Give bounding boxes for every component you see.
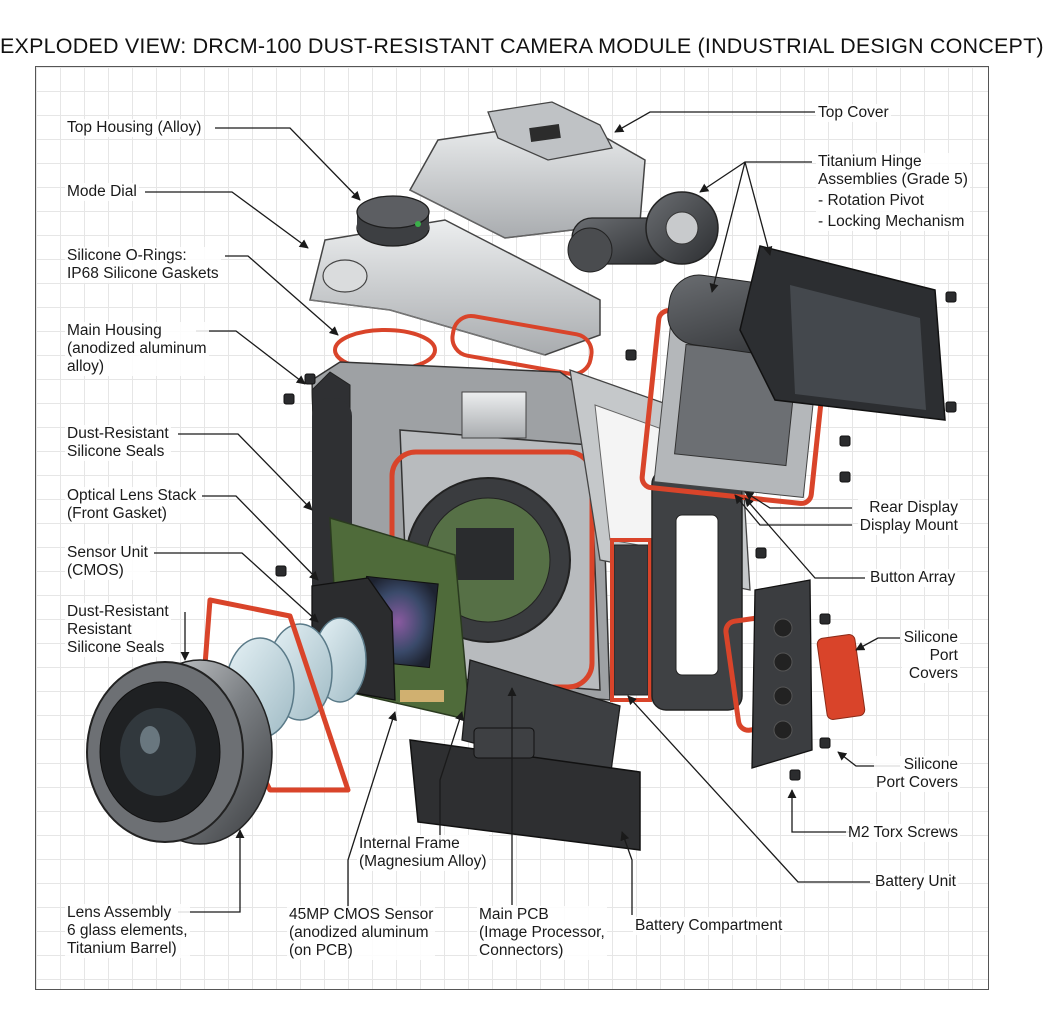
battery-unit-part	[409, 727, 641, 851]
label-internal-frame: Internal Frame (Magnesium Alloy)	[357, 835, 489, 871]
leader-lines	[145, 111, 900, 915]
label-main-pcb: Main PCB (Image Processor, Connectors)	[477, 906, 607, 960]
top-housing-part	[309, 195, 601, 356]
label-optical-lens-stack: Optical Lens Stack (Front Gasket)	[65, 487, 199, 523]
label-dust-resistant-seals-1: Dust-Resistant Silicone Seals	[65, 425, 171, 461]
label-silicone-port-covers-1: Silicone Port Covers	[901, 629, 960, 683]
label-top-housing: Top Housing (Alloy)	[65, 119, 204, 137]
label-main-housing: Main Housing (anodized aluminum alloy)	[65, 322, 209, 376]
button-array-part	[723, 579, 813, 769]
torx-screws	[275, 291, 957, 781]
label-mode-dial: Mode Dial	[65, 183, 139, 201]
label-battery-compartment: Battery Compartment	[633, 917, 785, 935]
label-sensor-unit: Sensor Unit (CMOS)	[65, 544, 150, 580]
diagram-title: EXPLODED VIEW: DRCM-100 DUST-RESISTANT C…	[0, 34, 1044, 58]
label-silicone-o-rings: Silicone O-Rings: IP68 Silicone Gaskets	[65, 247, 221, 283]
hinge-frame-part	[651, 469, 743, 711]
label-silicone-port-covers-2: Silicone Port Covers	[874, 756, 960, 792]
label-rear-display: Rear Display Display Mount	[857, 499, 960, 535]
label-battery-unit: Battery Unit	[873, 873, 958, 891]
label-dust-resistant-seals-2: Dust-Resistant Resistant Silicone Seals	[65, 603, 171, 657]
label-titanium-hinge: Titanium Hinge Assemblies (Grade 5) - Ro…	[816, 153, 970, 231]
label-cmos-sensor: 45MP CMOS Sensor (anodized aluminum (on …	[287, 906, 436, 960]
port-cover-part	[816, 634, 866, 720]
front-gasket	[202, 597, 351, 793]
label-button-array: Button Array	[868, 569, 958, 587]
label-m2-torx-screws: M2 Torx Screws	[846, 824, 960, 842]
label-lens-assembly: Lens Assembly 6 glass elements, Titanium…	[65, 904, 190, 958]
lens-assembly-part	[86, 659, 273, 845]
label-top-cover: Top Cover	[816, 104, 891, 122]
rear-display-part	[739, 245, 946, 421]
hinge-assembly-part	[567, 191, 719, 273]
